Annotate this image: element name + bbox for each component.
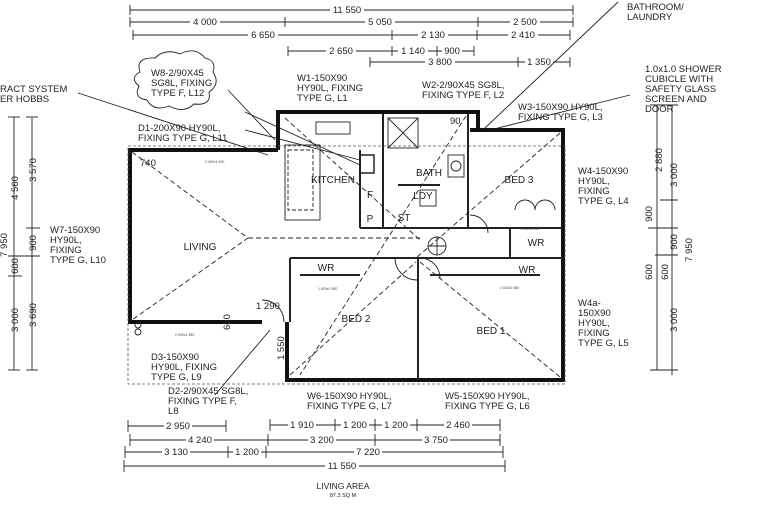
dim-top: 1 350: [527, 57, 551, 68]
window-tag: 1 620x1 980: [318, 287, 337, 291]
note-w3: W3-150X90 HY90L,FIXING TYPE G, L3: [518, 102, 603, 123]
dim-600: 600: [222, 314, 233, 330]
dim-top: 2 500: [513, 17, 537, 28]
dim-bottom: 2 950: [166, 421, 190, 432]
dim-1290: 1 290: [256, 301, 280, 312]
dim-top: 1 140: [401, 46, 425, 57]
door-swings: [261, 199, 556, 323]
window-tag: 2 400x1 990: [205, 160, 224, 164]
room-kitchen: KITCHEN: [311, 175, 355, 186]
room-wr-bed3: WR: [528, 238, 545, 249]
room-wr-bed2: WR: [318, 263, 335, 274]
note-w2: W2-2/90X45 SG8L,FIXING TYPE F, L2: [422, 80, 504, 101]
dim-top: 2 410: [511, 30, 535, 41]
room-ldy: LDY: [413, 191, 433, 202]
dim-right: 3 000: [669, 163, 680, 187]
room-bed3: BED 3: [505, 175, 534, 186]
dim-bottom: 4 240: [188, 435, 212, 446]
dim-top: 2 650: [329, 46, 353, 57]
dim-1550: 1 550: [276, 336, 287, 360]
dim-left: 3 690: [28, 303, 39, 327]
dim-right: 900: [644, 206, 655, 222]
note-w5: W5-150X90 HY90L,FIXING TYPE G, L6: [445, 391, 530, 412]
dim-left: 4 560: [10, 176, 21, 200]
dim-bottom-total: 11 550: [328, 461, 356, 472]
interior-walls: [289, 114, 563, 380]
living-area-value: 87.3 SQ M: [330, 493, 357, 499]
dim-right: 900: [669, 234, 680, 250]
window-tag: 1 140x1 980: [520, 227, 539, 231]
dim-bottom: 7 220: [356, 447, 380, 458]
room-labels: KITCHEN LIVING BATH LDY ST BED 3 WR WR W…: [184, 168, 545, 337]
dim-bottom: 3 200: [310, 435, 334, 446]
room-living: LIVING: [184, 242, 217, 253]
dim-top: 900: [444, 46, 460, 57]
dim-90: 90: [450, 116, 461, 127]
exterior-walls: [127, 110, 566, 385]
dim-bottom: 1 200: [235, 447, 259, 458]
dim-right: 600: [644, 264, 655, 280]
dim-right: 3 000: [669, 308, 680, 332]
note-d2: D2-2/90X45 SG8L,FIXING TYPE F,L8: [168, 386, 248, 417]
dim-bottom: 3 130: [164, 447, 188, 458]
diagonals: [131, 115, 561, 378]
window-tag: 2 020x1 980: [500, 286, 519, 290]
room-fridge: F: [367, 190, 373, 201]
dim-bottom: 3 750: [424, 435, 448, 446]
dim-bottom: 1 200: [384, 420, 408, 431]
room-bath: BATH: [416, 168, 442, 179]
note-w6: W6-150X90 HY90L,FIXING TYPE G, L7: [307, 391, 392, 412]
dim-left: 600: [10, 258, 21, 274]
room-pantry: P: [367, 214, 374, 225]
room-wr-bed1: WR: [519, 265, 536, 276]
living-area-title: LIVING AREA: [317, 481, 370, 491]
dim-right: 600: [660, 264, 671, 280]
furniture: [134, 117, 465, 336]
note-d1: D1-200X90 HY90L,FIXING TYPE G, L11: [138, 123, 227, 144]
room-bed1: BED 1: [477, 326, 506, 337]
dim-left: 3 570: [28, 158, 39, 182]
dim-740: 740: [140, 158, 156, 169]
room-bed2: BED 2: [342, 314, 371, 325]
dim-bottom: 1 200: [343, 420, 367, 431]
dim-right: 2 880: [654, 148, 665, 172]
dim-bottom: 2 460: [446, 420, 470, 431]
leader-lines: [77, 1, 631, 396]
dim-bottom: 1 910: [290, 420, 314, 431]
dim-top: 4 000: [193, 17, 217, 28]
dim-right-total: 7 950: [684, 238, 695, 262]
right-dimensions: [648, 104, 678, 375]
room-st: ST: [398, 213, 411, 224]
dim-left-total: 7 950: [0, 233, 10, 257]
left-dimensions: [8, 116, 40, 371]
note-bathroom-laundry: BATHROOM/LAUNDRY: [627, 2, 684, 23]
window-tags: 2 400x1 990 2 000x1 980 1 620x1 980 2 02…: [175, 160, 539, 337]
dim-top: 3 800: [428, 57, 452, 68]
dim-left: 900: [28, 235, 39, 251]
dim-top: 6 650: [251, 30, 275, 41]
dim-top: 2 130: [421, 30, 445, 41]
dim-top-total: 11 550: [333, 5, 361, 16]
window-tag: 2 000x1 980: [175, 333, 194, 337]
dim-left: 3 000: [10, 308, 21, 332]
dim-top: 5 050: [368, 17, 392, 28]
